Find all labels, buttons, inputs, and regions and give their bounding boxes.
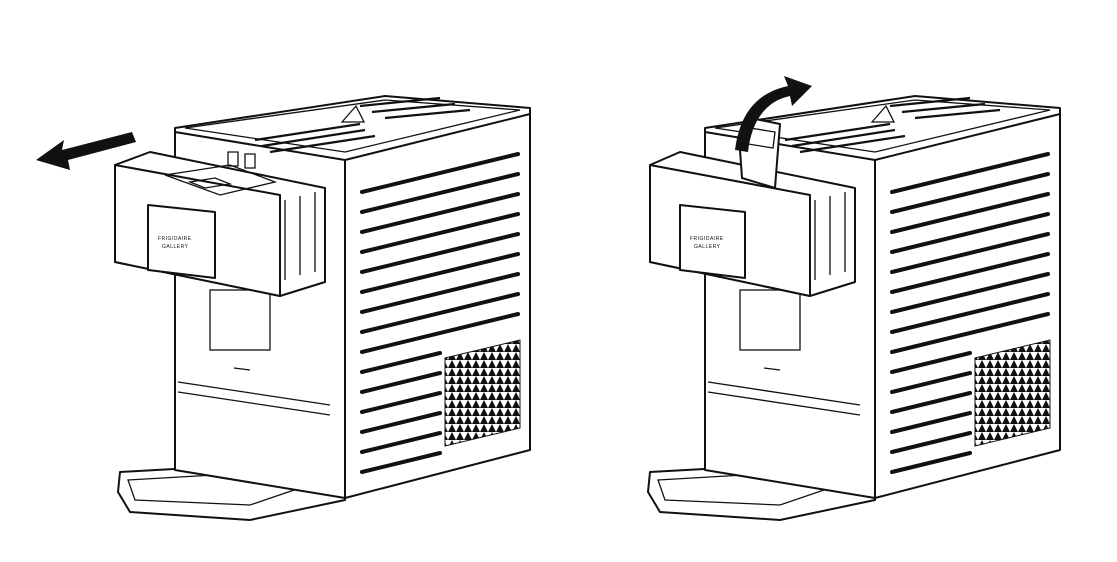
arrow-left-icon [36,132,136,170]
drawer: FRIGIDAIRE GALLERY [114,151,326,297]
brand-panel [147,204,216,279]
drawer: FRIGIDAIRE GALLERY [649,151,856,297]
control-buttons [227,151,256,169]
figure-drawer-pulled-out: FRIGIDAIRE GALLERY [36,94,532,522]
logo-gallery: GALLERY [162,244,189,250]
brand-panel [679,204,746,279]
arrow-curved-up-icon [735,76,812,152]
logo-frigidaire: FRIGIDAIRE [690,236,724,242]
logo-gallery: GALLERY [694,244,721,250]
logo-frigidaire: FRIGIDAIRE [158,236,192,242]
figure-lid-lifted: FRIGIDAIRE GALLERY [646,76,1062,522]
